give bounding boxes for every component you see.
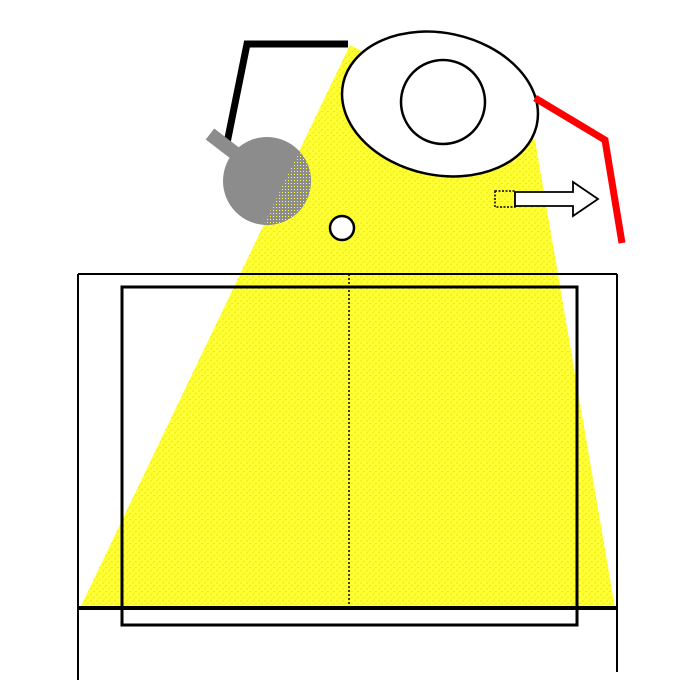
outer-frame [77, 273, 618, 680]
inner-circle [399, 58, 487, 146]
red-bracket [533, 94, 626, 244]
arrow-head [514, 180, 600, 218]
small-circle [328, 214, 356, 242]
yellow-light-beam [80, 45, 615, 608]
black-bracket [222, 40, 348, 149]
gray-round-object [205, 128, 311, 225]
right-arrow [494, 180, 600, 218]
gray-handle [205, 128, 241, 160]
